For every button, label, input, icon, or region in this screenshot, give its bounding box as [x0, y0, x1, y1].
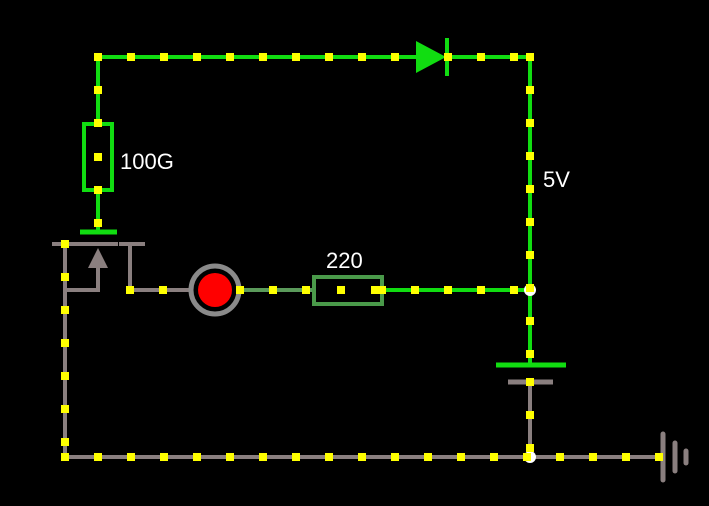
current-dot	[378, 286, 386, 294]
current-dot	[526, 317, 534, 325]
current-dot	[226, 453, 234, 461]
current-dot	[655, 453, 663, 461]
current-dot	[94, 86, 102, 94]
current-dot	[411, 286, 419, 294]
diode-triangle	[416, 41, 446, 73]
current-dot	[292, 453, 300, 461]
current-dot	[358, 453, 366, 461]
current-dot	[391, 53, 399, 61]
current-dot	[424, 453, 432, 461]
current-dot	[526, 119, 534, 127]
current-dot	[589, 453, 597, 461]
led[interactable]	[188, 263, 242, 317]
current-dot	[94, 453, 102, 461]
current-dot	[259, 53, 267, 61]
current-dot	[391, 453, 399, 461]
mosfet[interactable]	[78, 229, 145, 290]
current-dot	[371, 286, 379, 294]
current-dot	[259, 453, 267, 461]
current-dot	[61, 339, 69, 347]
current-dot	[444, 286, 452, 294]
current-dot	[325, 53, 333, 61]
current-dot	[526, 251, 534, 259]
current-dot	[477, 286, 485, 294]
current-dot	[526, 152, 534, 160]
current-dot	[526, 444, 534, 452]
current-dot	[510, 53, 518, 61]
current-dot	[94, 153, 102, 161]
resistor-220-label: 220	[326, 248, 363, 273]
current-dots	[61, 53, 663, 461]
current-dot	[526, 86, 534, 94]
current-dot	[61, 453, 69, 461]
current-dot	[236, 286, 244, 294]
current-dot	[302, 286, 310, 294]
current-dot	[526, 350, 534, 358]
current-dot	[160, 453, 168, 461]
led-light	[198, 273, 232, 307]
current-dot	[526, 378, 534, 386]
current-dot	[523, 453, 531, 461]
current-dot	[444, 53, 452, 61]
current-dot	[526, 411, 534, 419]
current-dot	[358, 53, 366, 61]
current-dot	[490, 453, 498, 461]
current-dot	[457, 453, 465, 461]
current-dot	[526, 218, 534, 226]
current-dot	[127, 453, 135, 461]
current-dot	[61, 438, 69, 446]
current-dot	[94, 186, 102, 194]
current-dot	[126, 286, 134, 294]
current-dot	[193, 53, 201, 61]
current-dot	[526, 284, 534, 292]
current-dot	[61, 405, 69, 413]
current-dot	[127, 53, 135, 61]
current-dot	[526, 53, 534, 61]
current-dot	[325, 453, 333, 461]
current-dot	[269, 286, 277, 294]
current-dot	[337, 286, 345, 294]
current-dot	[61, 273, 69, 281]
current-dot	[160, 53, 168, 61]
current-dot	[526, 185, 534, 193]
current-dot	[61, 372, 69, 380]
current-dot	[94, 219, 102, 227]
current-dot	[510, 286, 518, 294]
current-dot	[94, 53, 102, 61]
current-dot	[159, 286, 167, 294]
current-dot	[292, 53, 300, 61]
current-dot	[622, 453, 630, 461]
current-dot	[477, 53, 485, 61]
battery-5v-label: 5V	[543, 167, 570, 192]
current-dot	[556, 453, 564, 461]
resistor-100g-label: 100G	[120, 149, 174, 174]
current-dot	[193, 453, 201, 461]
mosfet-arrow-icon	[88, 248, 108, 268]
current-dot	[61, 240, 69, 248]
current-dot	[94, 119, 102, 127]
current-dot	[226, 53, 234, 61]
current-dot	[61, 306, 69, 314]
